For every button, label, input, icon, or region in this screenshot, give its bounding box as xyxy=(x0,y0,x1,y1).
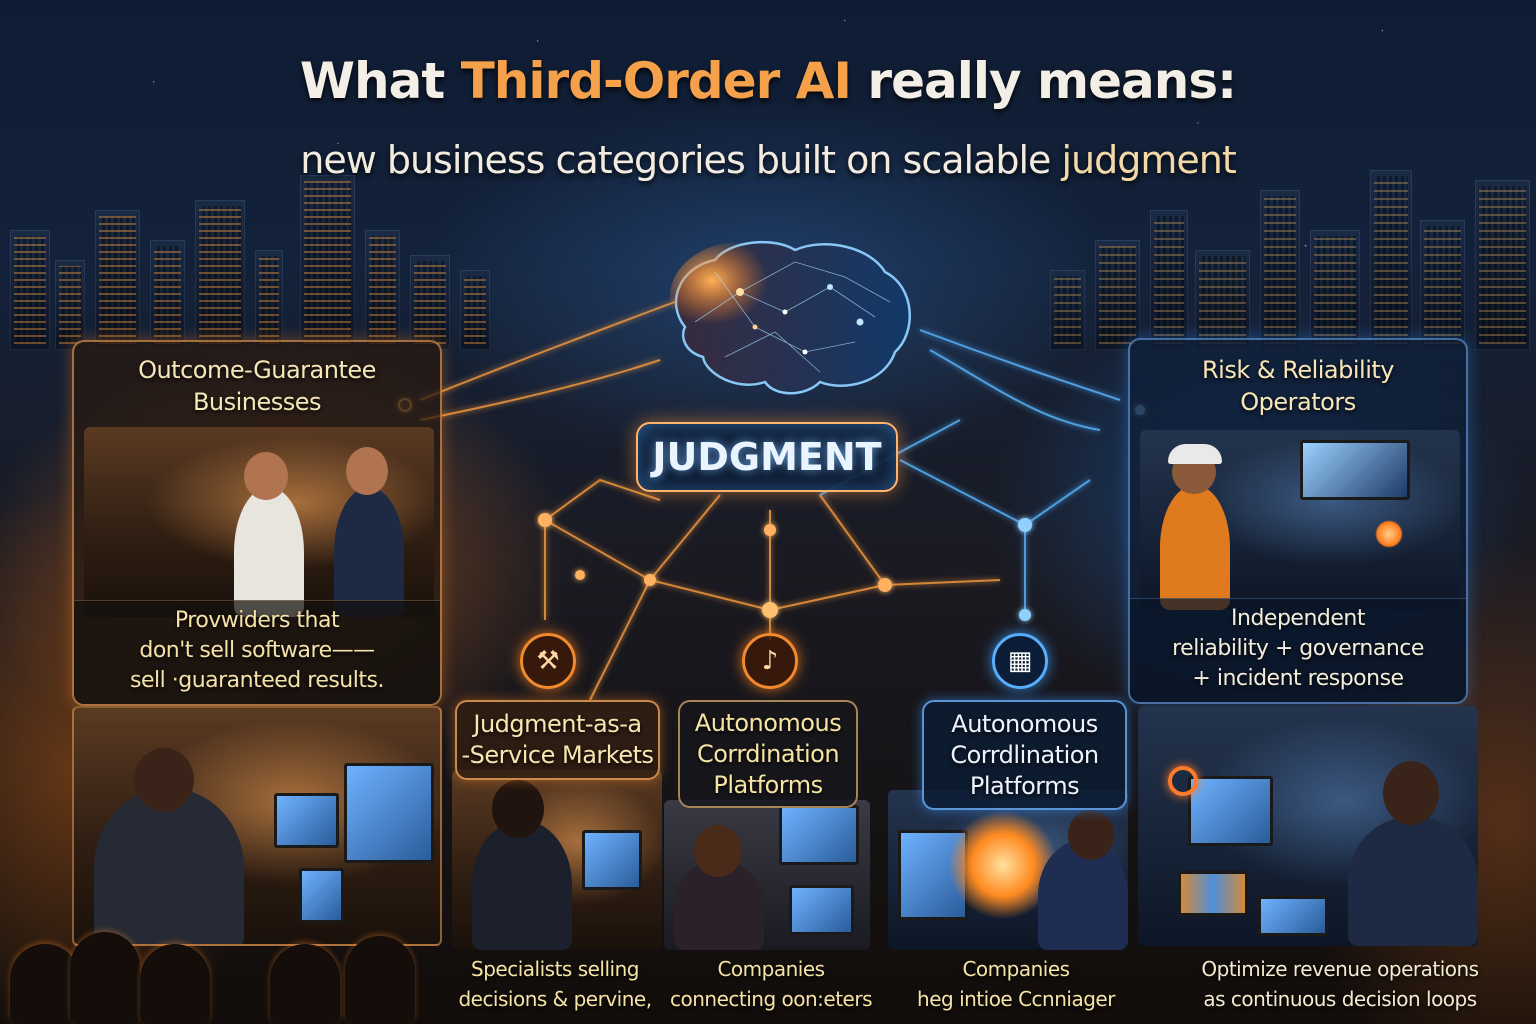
subtitle-main: new business categories built on scalabl… xyxy=(300,138,1051,182)
subcard-desc-coordination-1: Companies connecting oon:eters xyxy=(670,957,873,1011)
subcard-desc-revenue-ops: Optimize revenue operations as continuou… xyxy=(1201,957,1479,1011)
scene-specialist-laptop xyxy=(452,770,662,950)
scene-engineer-workshop xyxy=(1140,430,1460,610)
city-skyline xyxy=(0,170,1536,350)
panel-outcome-guarantee: Outcome-Guarantee Businesses Provwiders … xyxy=(72,340,442,706)
title-prefix: What xyxy=(299,52,445,110)
subcard-desc-coordination-2: Companies heg intioe Ccnniager xyxy=(917,957,1115,1011)
scene-revenue-operations xyxy=(1138,706,1478,946)
scene-coordination-desk xyxy=(664,800,870,950)
grid-icon: ▦ xyxy=(992,633,1048,689)
panel-description: Provwiders that don't sell software—— se… xyxy=(130,608,384,693)
judgment-hub: JUDGMENT xyxy=(636,422,898,492)
subtitle-last: judgment xyxy=(1061,138,1237,182)
panel-title: Outcome-Guarantee Businesses xyxy=(138,356,376,416)
page-title: What Third-Order AI really means: xyxy=(0,52,1536,110)
panel-description: Independent reliability + governance + i… xyxy=(1172,606,1424,691)
page-subtitle: new business categories built on scalabl… xyxy=(0,138,1536,182)
subcard-title-judgment-service: Judgment-as-a -Service Markets xyxy=(455,700,660,780)
brain-network-icon xyxy=(670,240,911,395)
subcard-title-coordination-1: Autonomous Corrdination Platforms xyxy=(678,700,858,808)
audience-silhouettes xyxy=(0,930,440,1024)
panel-risk-reliability: Risk & Reliability Operators Independent… xyxy=(1128,338,1468,704)
tools-icon: ⚒ xyxy=(520,633,576,689)
music-note-icon: ♪ xyxy=(742,633,798,689)
title-accent: Third-Order AI xyxy=(460,52,852,110)
subcard-title-coordination-2: Autonomous Corrdlination Platforms xyxy=(922,700,1127,810)
scene-analyst-desk xyxy=(72,706,442,946)
scene-energy-burst xyxy=(888,790,1128,950)
subcard-desc-judgment-service: Specialists selling decisions & pervine, xyxy=(458,957,652,1011)
title-suffix: really means: xyxy=(867,52,1237,110)
panel-title: Risk & Reliability Operators xyxy=(1202,356,1394,416)
scene-doctor-handshake xyxy=(84,427,434,617)
